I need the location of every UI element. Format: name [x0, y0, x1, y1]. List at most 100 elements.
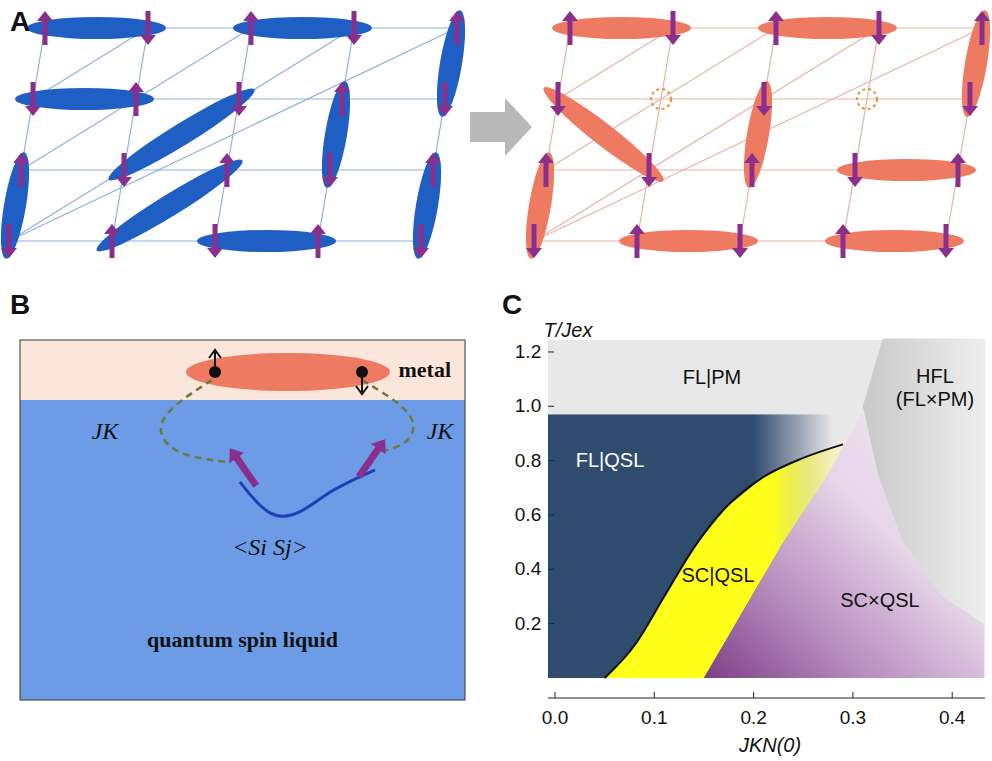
spin-arrow	[568, 19, 573, 45]
lattice-line	[843, 28, 879, 241]
lattice-line	[637, 28, 673, 241]
axis-title: T/Jex	[544, 319, 593, 342]
electron	[209, 366, 221, 378]
tick-label: 0.2	[515, 613, 541, 635]
spin-arrow	[544, 161, 549, 187]
metal-layer-box: metal	[20, 340, 465, 400]
spin-arrow	[968, 82, 973, 108]
coupling-label: JK	[92, 418, 119, 446]
spin-arrowhead	[413, 248, 429, 258]
spin-arrow	[956, 161, 961, 187]
heterostructure	[20, 340, 465, 700]
lattice-line	[534, 28, 982, 241]
spin-arrow	[635, 232, 640, 258]
y-tick	[548, 351, 554, 352]
spin-arrow	[853, 153, 858, 179]
spin-arrow	[750, 161, 755, 187]
tick-label: 0.6	[515, 504, 541, 526]
cooper-pair	[186, 353, 390, 391]
spin-correlation	[240, 470, 375, 516]
metal-layer	[20, 340, 465, 400]
spin-arrowhead	[835, 224, 851, 234]
spin-arrowhead	[243, 11, 259, 21]
doped-lattice	[520, 8, 992, 260]
tick-label: 0.0	[542, 707, 568, 729]
axis-title: JKN(0)	[739, 734, 801, 757]
lattice-line	[112, 28, 148, 241]
spin-arrow	[222, 443, 263, 491]
spin-arrow	[774, 19, 779, 45]
x-tick	[555, 692, 556, 698]
spin-arrow	[134, 90, 139, 116]
spin-arrow	[340, 90, 345, 116]
layer-label: metal	[398, 357, 451, 383]
spin-arrowhead	[871, 35, 887, 45]
kondo-coupling	[362, 380, 413, 452]
spin-arrowhead	[13, 153, 29, 163]
y-tick	[548, 406, 554, 407]
phase-label: HFL (FL×PM)	[875, 365, 992, 411]
singlet-bond	[0, 150, 35, 260]
spin-arrow	[122, 153, 127, 179]
valence-bond-lattice	[0, 8, 471, 260]
singlet-bond	[537, 79, 670, 189]
spin-arrow	[351, 434, 392, 482]
spin-arrowhead	[231, 106, 247, 116]
spin-arrowhead	[425, 153, 441, 163]
spin-arrow	[944, 224, 949, 250]
spin-arrowhead	[140, 35, 156, 45]
tick-label: 1.2	[515, 341, 541, 363]
hole	[651, 89, 671, 109]
spin-arrowhead	[346, 35, 362, 45]
spin-arrow	[352, 11, 357, 37]
spin-arrow	[762, 82, 767, 108]
spin-arrowhead	[550, 106, 566, 116]
tick-label: 1.0	[515, 395, 541, 417]
spin-arrowhead	[437, 106, 453, 116]
spin-arrowhead	[629, 224, 645, 234]
tick-label: 0.1	[641, 707, 667, 729]
singlet-bond	[431, 8, 471, 118]
singlet-bond	[956, 8, 992, 118]
transition-curve	[605, 444, 843, 678]
spin-arrow	[671, 11, 676, 37]
x-tick	[952, 692, 953, 698]
sc-x-qsl-region	[704, 412, 984, 678]
phase-label: FL|QSL	[576, 449, 645, 472]
spin-arrowhead	[37, 11, 53, 21]
x-tick	[852, 692, 853, 698]
spin-arrow	[213, 224, 218, 250]
spin-arrowhead	[334, 82, 350, 92]
spin-arrowhead	[25, 106, 41, 116]
spin-arrow	[556, 82, 561, 108]
hole	[857, 89, 877, 109]
spin-arrowhead	[744, 153, 760, 163]
lattice-line	[534, 28, 879, 241]
spin-arrowhead	[562, 11, 578, 21]
spin-arrow	[225, 161, 230, 187]
spin-arrow	[647, 153, 652, 179]
spin-arrowhead	[449, 11, 465, 21]
spin-arrowhead	[219, 153, 235, 163]
singlet-bond	[316, 79, 356, 189]
spin-arrowhead	[938, 248, 954, 258]
spin-arrowhead	[950, 153, 966, 163]
singlet-bond	[407, 150, 447, 260]
singlet-bond	[520, 150, 560, 260]
panel-letter: C	[502, 289, 522, 321]
singlet-bond	[103, 80, 260, 189]
y-tick	[548, 569, 554, 570]
spin-arrow	[328, 153, 333, 179]
spin-arrow	[249, 19, 254, 45]
spin-arrowhead	[207, 248, 223, 258]
electron-spin	[356, 378, 368, 394]
electron	[356, 366, 368, 378]
spin-arrow	[237, 82, 242, 108]
spin-arrow	[7, 224, 12, 250]
spin-arrow	[877, 11, 882, 37]
spin-arrow	[532, 224, 537, 250]
spin-arrowhead	[732, 248, 748, 258]
y-tick	[548, 623, 554, 624]
panel-letter: A	[10, 6, 30, 38]
